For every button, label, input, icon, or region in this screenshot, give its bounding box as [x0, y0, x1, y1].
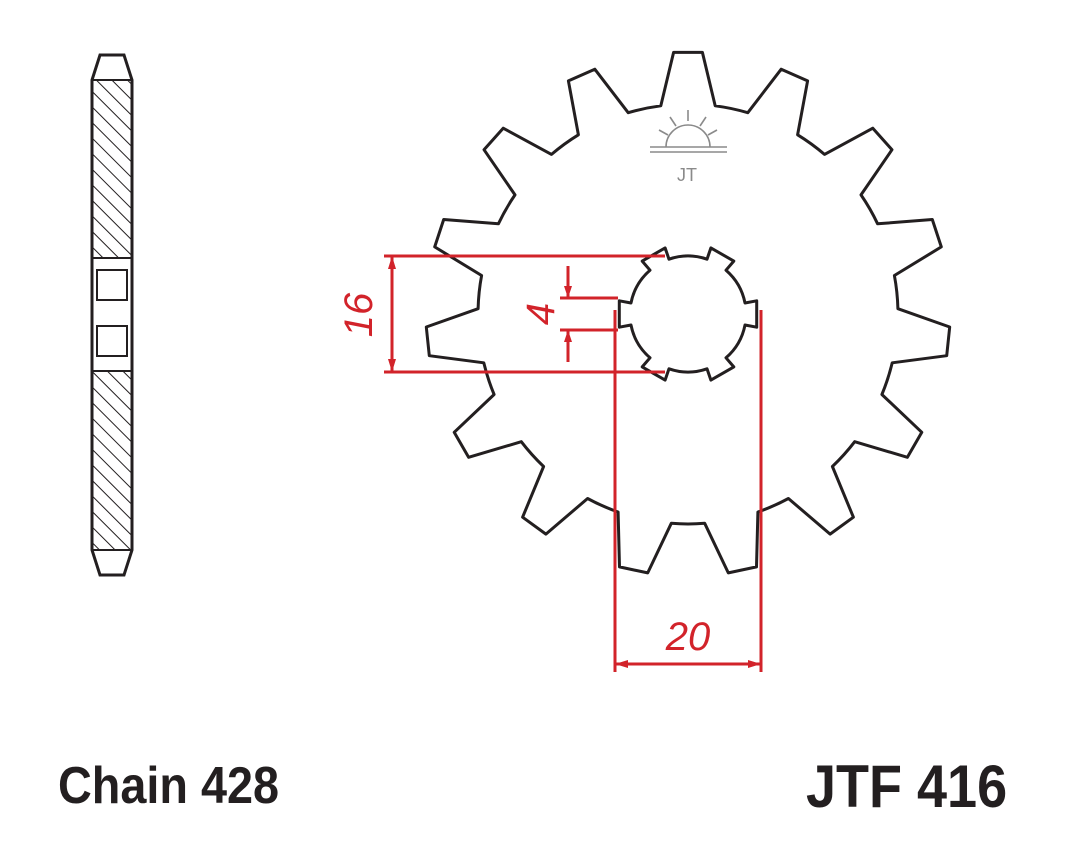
front-view [424, 50, 952, 575]
dim-20-label: 20 [665, 615, 711, 659]
dim-4-label: 4 [519, 303, 563, 325]
side-bore-step-2 [96, 325, 128, 357]
dim-16-label: 16 [337, 292, 381, 337]
dimensions [384, 254, 763, 672]
side-profile [90, 53, 134, 577]
jt-sunrise-logo-icon: JT [650, 110, 727, 185]
splined-bore [617, 246, 759, 382]
side-bore-step-1 [96, 269, 128, 301]
side-hatch-top [91, 79, 133, 259]
svg-text:JT: JT [677, 165, 697, 185]
side-hatch-bottom [91, 370, 133, 551]
chain-size-label: Chain 428 [58, 757, 280, 815]
part-number-label: JTF 416 [806, 753, 1008, 820]
